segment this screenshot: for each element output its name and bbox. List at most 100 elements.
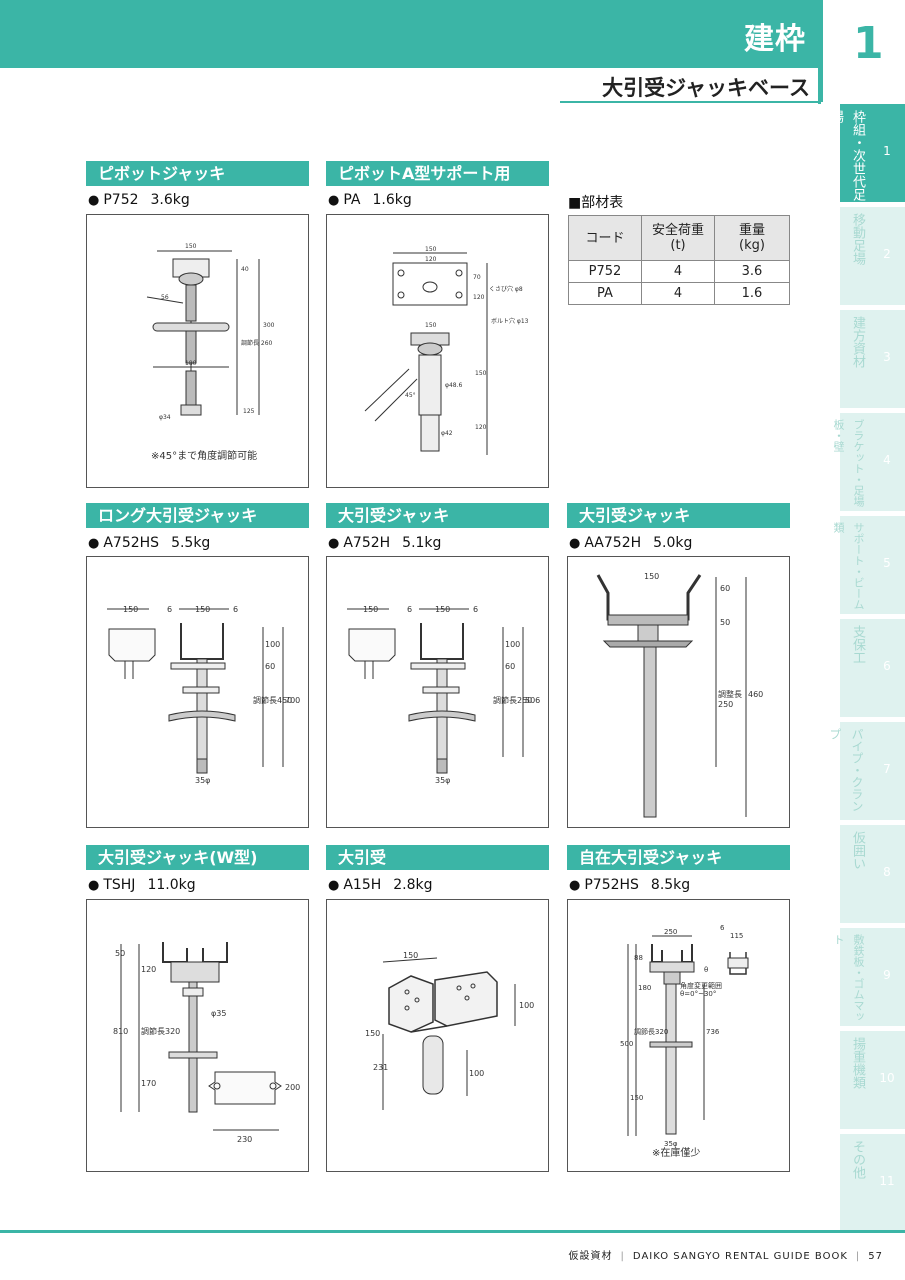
- tab-9[interactable]: 敷鉄板・ゴムマット 9: [832, 928, 905, 1026]
- product-code: AA752H: [584, 535, 642, 551]
- dim-label: 60: [505, 662, 515, 671]
- tab-7[interactable]: パイプ・クランプ 7: [828, 722, 905, 820]
- header-bar: 建枠: [0, 0, 820, 68]
- dim-label: 810: [113, 1027, 128, 1036]
- column-header: コード: [568, 215, 642, 261]
- tab-label: 仮囲い: [850, 831, 865, 870]
- tab-2[interactable]: 移動足場 2: [840, 207, 905, 305]
- tab-number: 8: [883, 865, 891, 879]
- drawing-p752hs: 250 6 115 88 180 角度変更範囲 θ=0°~30° θ 500 調…: [567, 899, 790, 1172]
- subtitle-underline: [560, 101, 818, 103]
- dim-label: 100: [519, 1001, 534, 1010]
- a15h-drawing: 150 100 150 231 100: [365, 951, 534, 1110]
- dim-label: 100: [469, 1069, 484, 1078]
- dim-label: 調節長 260: [241, 339, 273, 347]
- product-code: P752HS: [584, 877, 639, 893]
- dim-label: 150: [435, 605, 450, 614]
- footer-section: 仮設資材: [568, 1251, 613, 1262]
- product-weight: 5.1kg: [402, 535, 442, 551]
- dim-label: 6: [233, 605, 238, 614]
- dim-label: 736: [706, 1028, 720, 1036]
- dim-label: 調節長450: [253, 695, 292, 705]
- tab-label: 支保工: [850, 625, 865, 664]
- dim-label: 50: [720, 618, 730, 627]
- dim-label: 250: [664, 928, 677, 936]
- dim-label: 6: [473, 605, 478, 614]
- dim-label: 180: [185, 360, 197, 367]
- tab-6[interactable]: 支保工 6: [840, 619, 905, 717]
- p752hs-drawing: 250 6 115 88 180 角度変更範囲 θ=0°~30° θ 500 調…: [620, 924, 749, 1148]
- drawing-a752hs: 150 6 150 6 100 60 調節長450 700 35φ: [86, 556, 309, 828]
- dim-label: 230: [237, 1135, 252, 1144]
- dim-label: 120: [141, 965, 156, 974]
- dim-label: 231: [373, 1063, 388, 1072]
- dim-label: 35φ: [664, 1140, 678, 1148]
- dim-label: 35φ: [435, 776, 450, 785]
- table-cell: 4: [641, 260, 715, 283]
- section-title: ロング大引受ジャッキ: [86, 503, 309, 528]
- dim-label: 88: [634, 954, 643, 962]
- dim-label: 6: [407, 605, 412, 614]
- table-cell: 4: [641, 282, 715, 305]
- product-code: A752HS: [103, 535, 160, 551]
- dim-label: 56: [161, 294, 169, 301]
- drawing-pa: 150 120 70 120 くさび穴 φ8 ボルト穴 φ13 150 45° …: [326, 214, 549, 488]
- p752-drawing: 150 40 56 300 調節長 260 180 125 φ34: [146, 243, 275, 421]
- table-header-row: コード 安全荷重 (t) 重量 (kg): [568, 215, 790, 261]
- dim-label: 6: [167, 605, 172, 614]
- dim-label: くさび穴 φ8: [489, 285, 523, 293]
- dim-label: 120: [425, 256, 437, 263]
- dim-label: 150: [365, 1029, 380, 1038]
- dim-label: 506: [525, 696, 540, 705]
- dim-label: 150: [425, 322, 437, 329]
- spec-table: コード 安全荷重 (t) 重量 (kg) P752 4 3.6 PA 4 1.6: [568, 215, 790, 305]
- tab-label: 移動足場: [850, 213, 865, 265]
- tab-number: 1: [883, 144, 891, 158]
- category-title: 建枠: [744, 22, 806, 57]
- dim-label: 100: [505, 640, 520, 649]
- product-code: TSHJ: [103, 877, 136, 893]
- tab-label: 枠組・次世代足場: [828, 110, 865, 201]
- dim-label: 150: [630, 1094, 643, 1102]
- dim-label: φ35: [211, 1009, 226, 1018]
- product-weight: 8.5kg: [650, 877, 691, 893]
- dim-label: φ42: [441, 430, 453, 437]
- tab-8[interactable]: 仮囲い 8: [840, 825, 905, 923]
- dim-label: 120: [473, 294, 485, 301]
- dim-label: 300: [263, 322, 275, 329]
- tab-10[interactable]: 揚重機類 10: [840, 1031, 905, 1129]
- section-title: 自在大引受ジャッキ: [567, 845, 790, 870]
- tab-1[interactable]: 枠組・次世代足場 1: [828, 104, 905, 202]
- dim-label: 6: [720, 924, 725, 932]
- drawing-aa752h: 150 60 50 調整長 250 460: [567, 556, 790, 828]
- footer-book-title: DAIKO SANGYO RENTAL GUIDE BOOK: [632, 1251, 848, 1262]
- dim-label: 70: [473, 274, 481, 281]
- tab-4[interactable]: ブラケット・足場板・壁 4: [832, 413, 905, 511]
- dim-label: φ48.6: [445, 382, 463, 389]
- dim-label: ボルト穴 φ13: [491, 317, 529, 325]
- dim-label: 150: [644, 572, 659, 581]
- dim-label: 45°: [405, 392, 416, 399]
- product-code: P752: [103, 192, 139, 208]
- dim-label: 125: [243, 408, 255, 415]
- tab-3[interactable]: 建方資材 3: [840, 310, 905, 408]
- product-code: PA: [343, 192, 361, 208]
- drawing-tshj: 50 120 φ35 810 調節長320 170 200 230: [86, 899, 309, 1172]
- tab-5[interactable]: サポート・ビーム類 5: [832, 516, 905, 614]
- dim-label: 700: [285, 696, 300, 705]
- dim-label: 150: [425, 246, 437, 253]
- section-title: 大引受ジャッキ: [326, 503, 549, 528]
- dim-label: 40: [241, 266, 249, 273]
- dim-label: 150: [195, 605, 210, 614]
- section-title: ピボットジャッキ: [86, 161, 309, 186]
- tab-number: 9: [883, 968, 891, 982]
- dim-label: θ=0°~30°: [680, 990, 716, 998]
- tab-11[interactable]: その他 11: [840, 1134, 905, 1232]
- tab-label: サポート・ビーム類: [832, 522, 865, 610]
